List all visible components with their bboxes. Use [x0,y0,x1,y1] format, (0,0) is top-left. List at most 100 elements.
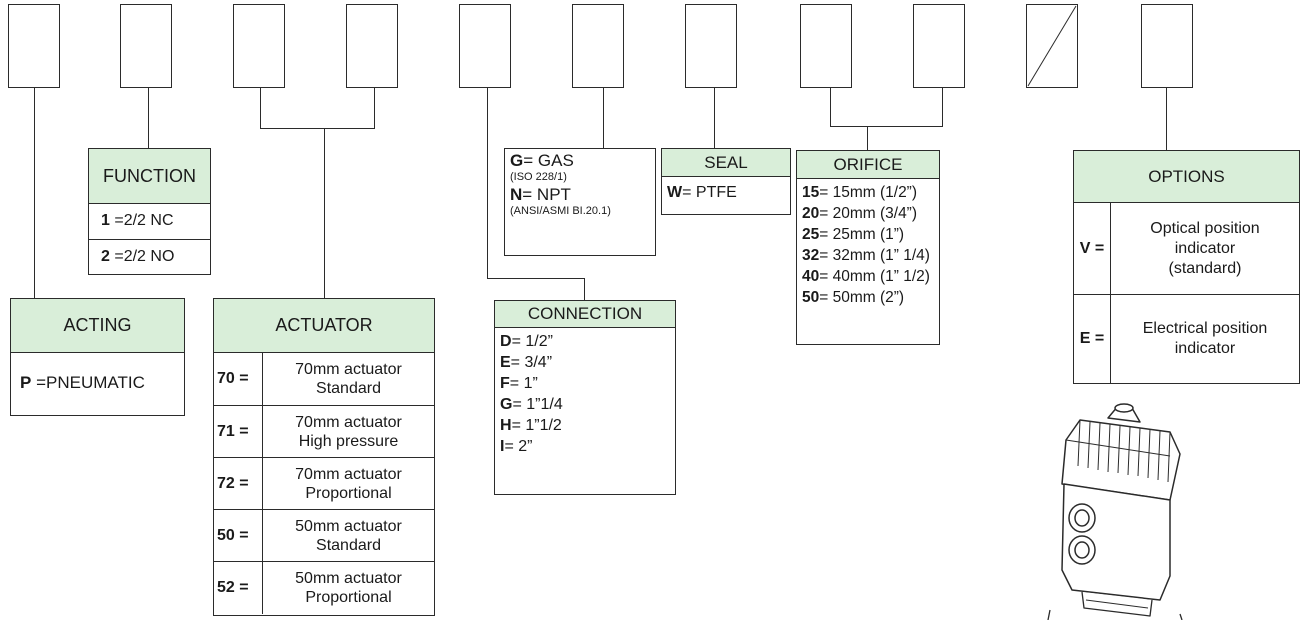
connection-code-h: H [500,417,512,434]
acting-title: ACTING [11,299,184,353]
orifice-table: ORIFICE 15= 15mm (1/2”) 20= 20mm (3/4”) … [796,150,940,345]
options-table: OPTIONS V = Optical position indicator (… [1073,150,1300,384]
connector-actuator-right [374,88,375,128]
options-code-v: V = [1074,202,1111,295]
options-list: V = Optical position indicator (standard… [1074,202,1299,384]
connection-title: CONNECTION [495,301,675,328]
connector-actuator-down [324,128,325,298]
function-code-2: 2 [101,248,110,265]
actuator-desc-71: 70mm actuator High pressure [262,405,434,458]
connector-connection-stub [584,278,585,300]
connector-options [1166,88,1167,150]
orifice-title: ORIFICE [797,151,939,179]
code-slot-separator [1026,4,1078,88]
connector-orifice-left [830,88,831,126]
seal-option-w: W= PTFE [662,177,790,206]
orifice-option-50: 50= 50mm (2”) [802,287,934,308]
connection-table: CONNECTION D= 1/2” E= 3/4” F= 1” G= 1”1/… [494,300,676,495]
actuator-row-70: 70 = 70mm actuator Standard [214,352,434,406]
actuator-desc-70-line2: Standard [316,380,381,397]
function-code-1: 1 [101,212,110,229]
slash-mark [1027,5,1077,87]
connection-option-i: I= 2” [500,436,670,457]
actuator-table: ACTUATOR 70 = 70mm actuator Standard 71 … [213,298,435,616]
actuator-options: 70 = 70mm actuator Standard 71 = 70mm ac… [214,352,434,614]
function-option-1: 1 =2/2 NC [89,204,210,239]
acting-table: ACTING P =PNEUMATIC [10,298,185,416]
options-desc-v-line2: indicator [1174,239,1236,257]
connection-code-i: I [500,438,505,455]
connector-orifice-down [867,126,868,150]
acting-option-p: P =PNEUMATIC [11,353,184,415]
actuator-desc-50-line2: Standard [316,536,381,554]
function-table: FUNCTION 1 =2/2 NC 2 =2/2 NO [88,148,211,275]
options-desc-v-line1: Optical position [1150,219,1260,237]
connector-seal [714,88,715,148]
actuator-row-71: 71 = 70mm actuator High pressure [214,405,434,458]
connector-orifice-right [942,88,943,126]
actuator-desc-50-line1: 50mm actuator [295,517,402,535]
connector-function [148,88,149,148]
connector-acting [34,88,35,298]
orifice-options: 15= 15mm (1/2”) 20= 20mm (3/4”) 25= 25mm… [797,179,939,311]
acting-desc-p: =PNEUMATIC [31,373,145,392]
code-slot-connection [459,4,511,88]
actuator-desc-52-line1: 50mm actuator [295,569,402,587]
actuator-code-50: 50 = [214,509,263,562]
orifice-code-25: 25 [802,226,820,243]
orifice-desc-25: = 25mm (1”) [819,226,905,243]
actuator-code-71: 71 = [214,405,263,458]
seal-table: SEAL W= PTFE [661,148,791,215]
function-title: FUNCTION [89,149,210,204]
thread-note-n: (ANSI/ASMI BI.20.1) [510,205,611,217]
actuator-row-50: 50 = 50mm actuator Standard [214,509,434,562]
connection-option-e: E= 3/4” [500,352,670,373]
code-slot-function [120,4,172,88]
connector-connection-down [487,88,488,278]
connection-desc-i: = 2” [504,438,533,455]
connection-desc-f: = 1” [509,375,538,392]
orifice-option-20: 20= 20mm (3/4”) [802,203,934,224]
thread-option-n: N= NPT [510,184,650,205]
function-desc-1: =2/2 NC [109,212,174,229]
thread-desc-n: = NPT [522,185,571,204]
options-title: OPTIONS [1074,151,1299,203]
valve-actuator-illustration [1047,403,1183,620]
connection-desc-g: = 1”1/4 [512,396,563,413]
orifice-option-40: 40= 40mm (1” 1/2) [802,266,934,287]
options-desc-v-line3: (standard) [1168,259,1242,277]
options-desc-e-line1: Electrical position [1142,320,1268,338]
seal-title: SEAL [662,149,790,177]
orifice-desc-50: = 50mm (2”) [819,289,905,306]
actuator-code-52: 52 = [214,561,263,614]
thread-note-g: (ISO 228/1) [510,171,567,183]
thread-code-n: N [510,185,523,204]
options-desc-e-line2: indicator [1174,340,1236,358]
connection-desc-e: = 3/4” [510,354,553,371]
actuator-desc-70-line1: 70mm actuator [295,361,402,378]
code-slot-seal [685,4,737,88]
thread-table: G= GAS (ISO 228/1) N= NPT (ANSI/ASMI BI.… [504,148,656,256]
code-slot-thread [572,4,624,88]
actuator-desc-71-line2: High pressure [298,432,399,450]
connection-code-d: D [500,333,512,350]
connection-option-d: D= 1/2” [500,331,670,352]
connector-connection-bar [487,278,585,279]
orifice-code-40: 40 [802,268,820,285]
connection-code-f: F [500,375,510,392]
thread-options: G= GAS (ISO 228/1) N= NPT (ANSI/ASMI BI.… [505,149,655,221]
code-slot-orifice-2 [913,4,965,88]
orifice-desc-20: = 20mm (3/4”) [819,205,918,222]
code-slot-orifice-1 [800,4,852,88]
actuator-desc-71-line1: 70mm actuator [295,413,402,431]
orifice-desc-32: = 32mm (1” 1/4) [819,247,930,264]
orifice-code-20: 20 [802,205,820,222]
actuator-code-70: 70 = [214,352,263,406]
orifice-option-15: 15= 15mm (1/2”) [802,182,934,203]
code-slot-options [1141,4,1193,88]
function-desc-2: =2/2 NO [109,248,175,265]
seal-code-w: W [667,184,683,201]
actuator-title: ACTUATOR [214,299,434,353]
code-slot-actuator-2 [346,4,398,88]
orifice-option-32: 32= 32mm (1” 1/4) [802,245,934,266]
